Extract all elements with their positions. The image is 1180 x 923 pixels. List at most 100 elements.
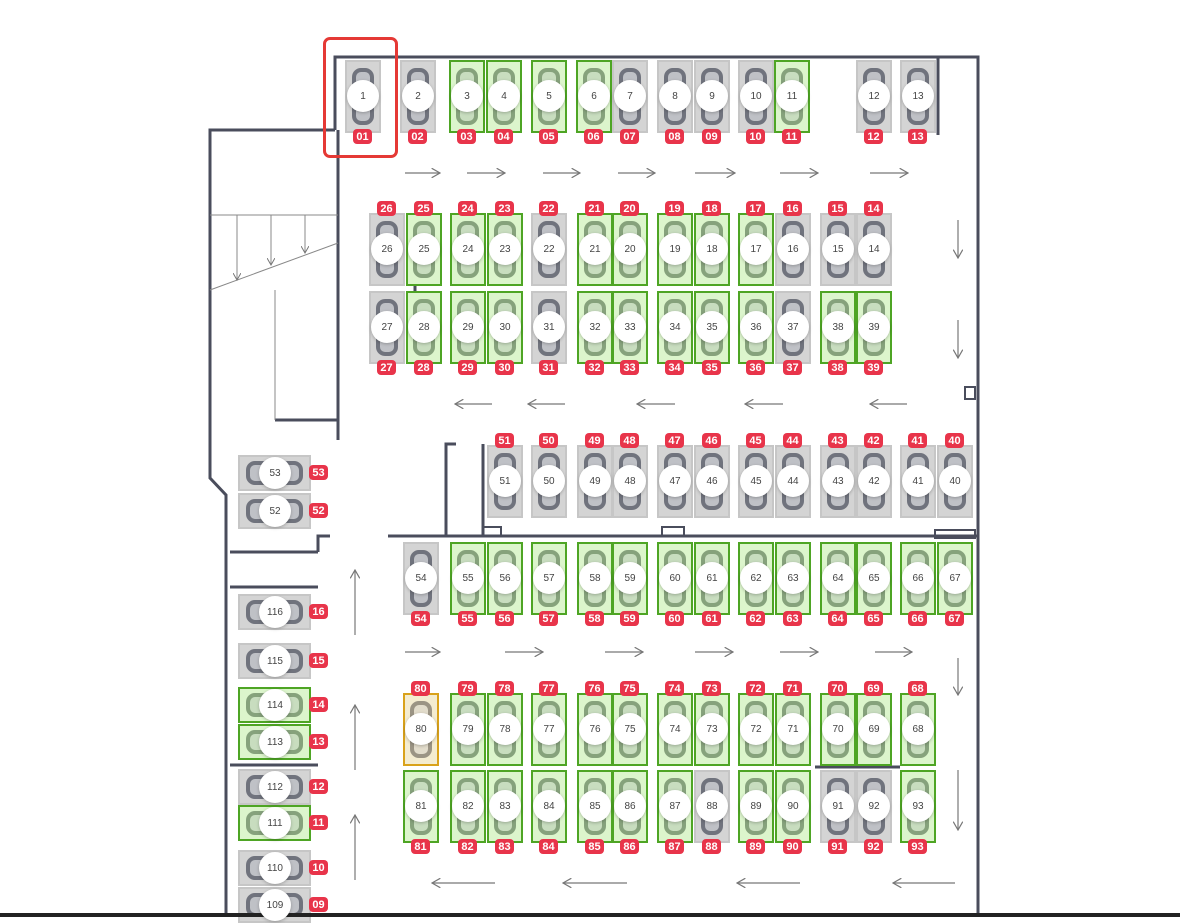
spot-number[interactable]: 7 (614, 80, 646, 112)
spot-number[interactable]: 73 (696, 713, 728, 745)
spot-number[interactable]: 109 (259, 889, 291, 921)
spot-number[interactable]: 41 (902, 465, 934, 497)
spot-number[interactable]: 11 (776, 80, 808, 112)
spot-number[interactable]: 74 (659, 713, 691, 745)
spot-number[interactable]: 80 (405, 713, 437, 745)
spot-number[interactable]: 75 (614, 713, 646, 745)
spot-number[interactable]: 16 (777, 233, 809, 265)
spot-number[interactable]: 67 (939, 562, 971, 594)
spot-number[interactable]: 48 (614, 465, 646, 497)
spot-number[interactable]: 46 (696, 465, 728, 497)
spot-number[interactable]: 92 (858, 790, 890, 822)
spot-number[interactable]: 56 (489, 562, 521, 594)
spot-number[interactable]: 9 (696, 80, 728, 112)
spot-number[interactable]: 43 (822, 465, 854, 497)
spot-number[interactable]: 32 (579, 311, 611, 343)
spot-number[interactable]: 69 (858, 713, 890, 745)
spot-number[interactable]: 110 (259, 852, 291, 884)
spot-number[interactable]: 35 (696, 311, 728, 343)
spot-number[interactable]: 91 (822, 790, 854, 822)
spot-number[interactable]: 86 (614, 790, 646, 822)
spot-number[interactable]: 68 (902, 713, 934, 745)
spot-number[interactable]: 6 (578, 80, 610, 112)
spot-number[interactable]: 66 (902, 562, 934, 594)
spot-number[interactable]: 30 (489, 311, 521, 343)
spot-number[interactable]: 60 (659, 562, 691, 594)
spot-number[interactable]: 36 (740, 311, 772, 343)
spot-number[interactable]: 37 (777, 311, 809, 343)
spot-number[interactable]: 114 (259, 689, 291, 721)
spot-number[interactable]: 2 (402, 80, 434, 112)
spot-number[interactable]: 88 (696, 790, 728, 822)
spot-number[interactable]: 62 (740, 562, 772, 594)
spot-number[interactable]: 40 (939, 465, 971, 497)
spot-number[interactable]: 55 (452, 562, 484, 594)
spot-number[interactable]: 87 (659, 790, 691, 822)
spot-number[interactable]: 76 (579, 713, 611, 745)
spot-number[interactable]: 93 (902, 790, 934, 822)
spot-number[interactable]: 1 (347, 80, 379, 112)
spot-number[interactable]: 64 (822, 562, 854, 594)
spot-number[interactable]: 90 (777, 790, 809, 822)
spot-number[interactable]: 54 (405, 562, 437, 594)
spot-number[interactable]: 33 (614, 311, 646, 343)
spot-number[interactable]: 50 (533, 465, 565, 497)
spot-number[interactable]: 72 (740, 713, 772, 745)
spot-number[interactable]: 14 (858, 233, 890, 265)
spot-number[interactable]: 15 (822, 233, 854, 265)
spot-number[interactable]: 21 (579, 233, 611, 265)
spot-number[interactable]: 79 (452, 713, 484, 745)
spot-number[interactable]: 61 (696, 562, 728, 594)
spot-number[interactable]: 77 (533, 713, 565, 745)
spot-number[interactable]: 49 (579, 465, 611, 497)
spot-number[interactable]: 45 (740, 465, 772, 497)
spot-number[interactable]: 58 (579, 562, 611, 594)
spot-number[interactable]: 31 (533, 311, 565, 343)
spot-number[interactable]: 59 (614, 562, 646, 594)
spot-number[interactable]: 111 (259, 807, 291, 839)
spot-number[interactable]: 65 (858, 562, 890, 594)
spot-number[interactable]: 28 (408, 311, 440, 343)
spot-number[interactable]: 4 (488, 80, 520, 112)
spot-number[interactable]: 115 (259, 645, 291, 677)
spot-number[interactable]: 39 (858, 311, 890, 343)
spot-number[interactable]: 78 (489, 713, 521, 745)
spot-number[interactable]: 83 (489, 790, 521, 822)
spot-number[interactable]: 113 (259, 726, 291, 758)
spot-number[interactable]: 17 (740, 233, 772, 265)
spot-number[interactable]: 24 (452, 233, 484, 265)
spot-number[interactable]: 89 (740, 790, 772, 822)
spot-number[interactable]: 18 (696, 233, 728, 265)
spot-number[interactable]: 8 (659, 80, 691, 112)
spot-number[interactable]: 71 (777, 713, 809, 745)
spot-number[interactable]: 84 (533, 790, 565, 822)
spot-number[interactable]: 47 (659, 465, 691, 497)
spot-number[interactable]: 12 (858, 80, 890, 112)
spot-number[interactable]: 10 (740, 80, 772, 112)
spot-number[interactable]: 42 (858, 465, 890, 497)
spot-number[interactable]: 22 (533, 233, 565, 265)
spot-number[interactable]: 27 (371, 311, 403, 343)
spot-number[interactable]: 52 (259, 495, 291, 527)
spot-number[interactable]: 34 (659, 311, 691, 343)
spot-number[interactable]: 13 (902, 80, 934, 112)
spot-number[interactable]: 20 (614, 233, 646, 265)
spot-number[interactable]: 112 (259, 771, 291, 803)
spot-number[interactable]: 81 (405, 790, 437, 822)
spot-number[interactable]: 19 (659, 233, 691, 265)
spot-number[interactable]: 85 (579, 790, 611, 822)
spot-number[interactable]: 63 (777, 562, 809, 594)
spot-number[interactable]: 57 (533, 562, 565, 594)
spot-number[interactable]: 44 (777, 465, 809, 497)
spot-number[interactable]: 70 (822, 713, 854, 745)
spot-number[interactable]: 3 (451, 80, 483, 112)
spot-number[interactable]: 23 (489, 233, 521, 265)
spot-number[interactable]: 82 (452, 790, 484, 822)
spot-number[interactable]: 53 (259, 457, 291, 489)
spot-number[interactable]: 5 (533, 80, 565, 112)
spot-number[interactable]: 29 (452, 311, 484, 343)
spot-number[interactable]: 38 (822, 311, 854, 343)
spot-number[interactable]: 51 (489, 465, 521, 497)
spot-number[interactable]: 116 (259, 596, 291, 628)
spot-number[interactable]: 25 (408, 233, 440, 265)
